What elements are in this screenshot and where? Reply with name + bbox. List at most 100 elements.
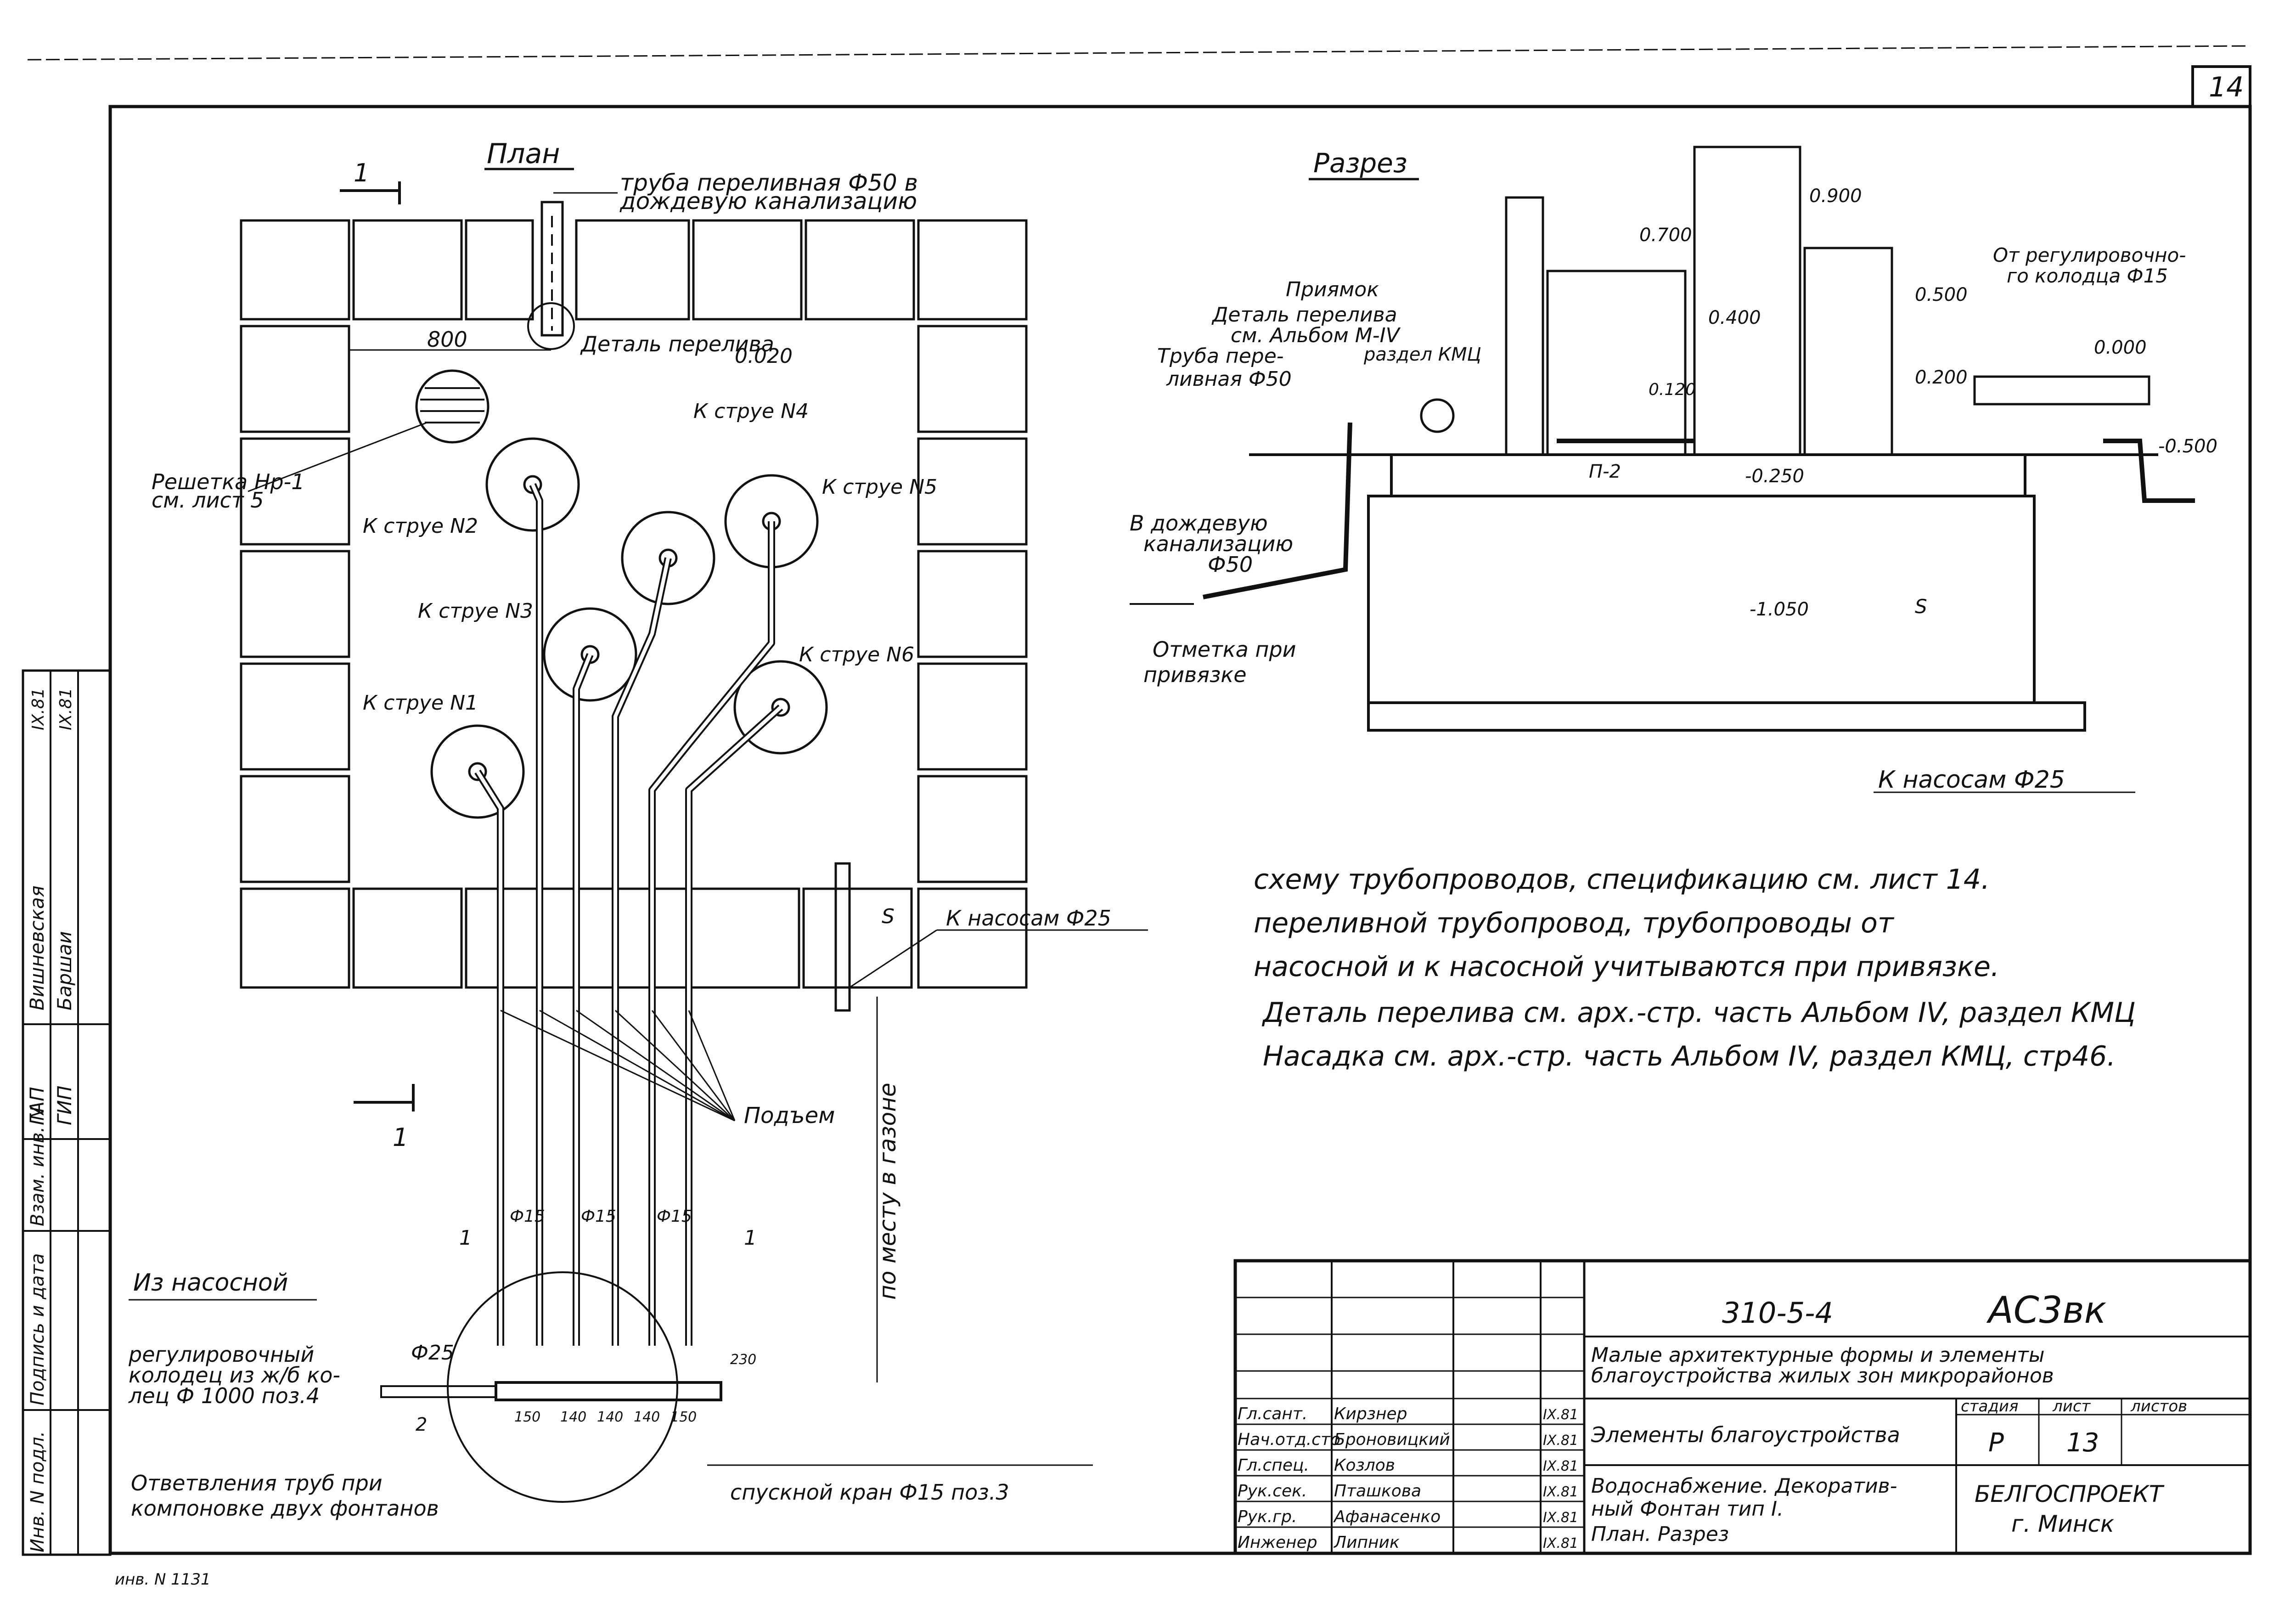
overflow-detail-label: Деталь перелива: [580, 332, 774, 356]
tb-people: Гл.сант. Кирзнер IX.81 Нач.отд.сто Броно…: [1238, 1405, 1578, 1552]
jet3-label: К струе N3: [418, 599, 533, 623]
plan-view: План 1 труба переливная Ф50 в дождевую: [128, 138, 1148, 1521]
tb-role: Инженер: [1238, 1533, 1317, 1552]
drain-valve-label: спускной кран Ф15 поз.3: [730, 1480, 1009, 1505]
d150-b: 150: [670, 1409, 697, 1425]
notes: схему трубопроводов, спецификацию см. ли…: [1254, 863, 2136, 1072]
paving-tiles: [240, 219, 1028, 989]
stamp-gip: ГИП: [53, 1086, 76, 1125]
tb-date: IX.81: [1543, 1458, 1578, 1474]
manifold-pipe: [495, 1381, 722, 1401]
tb-role: Гл.сант.: [1238, 1405, 1307, 1423]
tb-name: Броновицкий: [1334, 1430, 1450, 1449]
lvl-400: 0.400: [1708, 307, 1761, 328]
jet1-label: К струе N1: [363, 691, 478, 715]
reg-well-label-1: От регулировочно-: [1993, 244, 2186, 266]
section-mark-bottom: 1: [393, 1123, 408, 1152]
tb-role: Рук.гр.: [1238, 1507, 1297, 1526]
storm-label-1: В дождевую: [1130, 511, 1268, 536]
phi15-3: Ф15: [657, 1207, 692, 1226]
p2-label: П-2: [1589, 461, 1621, 482]
note-1: схему трубопроводов, спецификацию см. ли…: [1254, 863, 1990, 896]
tb-desc-2: ный Фонтан тип I.: [1591, 1497, 1784, 1521]
one-left: 1: [459, 1226, 472, 1250]
tb-stage-header: стадия: [1961, 1397, 2018, 1416]
s-mark-plan: S: [882, 905, 895, 928]
section-column-1: [1505, 196, 1544, 456]
bottom-clip: инв. N 1131: [115, 1570, 211, 1589]
note-3: насосной и к насосной учитываются при пр…: [1254, 951, 1999, 983]
tb-org-2: г. Минск: [2011, 1511, 2114, 1537]
tb-name: Козлов: [1334, 1456, 1395, 1475]
lvl-700: 0.700: [1639, 225, 1692, 246]
storm-label-2: канализацию: [1143, 531, 1293, 556]
section-slab: [1390, 453, 2026, 497]
stamp-sign: Подпись и дата: [27, 1253, 48, 1405]
s-mark-section: S: [1915, 595, 1927, 618]
section-overflow-pipe: [1203, 422, 1352, 599]
lvl-m250: -0.250: [1745, 466, 1804, 487]
d140-b: 140: [597, 1409, 623, 1425]
stamp-name-2: Баршаи: [53, 931, 76, 1010]
overflow-pipe-label-2: дождевую канализацию: [619, 188, 917, 214]
mark-label-1: Отметка при: [1153, 637, 1296, 662]
pipe-label-1: Труба пере-: [1157, 344, 1284, 368]
section-column-2: [1546, 270, 1687, 456]
tb-name: Афанасенко: [1333, 1507, 1441, 1526]
grille-circle: [415, 369, 490, 444]
section-column-4: [1803, 247, 1893, 456]
stamp-inv: Инв. N подл.: [27, 1431, 48, 1552]
grille-slats: [420, 387, 484, 423]
lvl-m1050: -1.050: [1750, 599, 1809, 620]
title-block: [1233, 1259, 2252, 1555]
tb-role: Гл.спец.: [1238, 1456, 1309, 1475]
d150-a: 150: [514, 1409, 540, 1425]
tb-part: Элементы благоустройства: [1591, 1422, 1900, 1447]
detail-label-2: см. Альбом М-IV: [1231, 324, 1401, 347]
lvl-900: 0.900: [1809, 186, 1862, 207]
one-right: 1: [744, 1226, 757, 1250]
note-5: Насадка см. арх.-стр. часть Альбом IV, р…: [1263, 1040, 2116, 1072]
tb-org-1: БЕЛГОСПРОЕКТ: [1975, 1481, 2165, 1507]
pit-label: Приямок: [1286, 278, 1379, 301]
plan-title: План: [487, 138, 560, 170]
d140-c: 140: [634, 1409, 660, 1425]
tb-desc-1: Водоснабжение. Декоратив-: [1591, 1474, 1897, 1498]
pump-pipe: [834, 862, 851, 1012]
tb-date: IX.81: [1543, 1433, 1578, 1449]
note-2: переливной трубопровод, трубопроводы от: [1254, 907, 1895, 939]
tb-mark: АС3вк: [1986, 1289, 2106, 1331]
note-4: Деталь перелива см. арх.-стр. часть Альб…: [1261, 997, 2136, 1029]
overflow-pipe: [540, 201, 564, 337]
to-pump-section-label: К насосам Ф25: [1878, 766, 2065, 794]
dim-800: 800: [427, 327, 467, 352]
d140-a: 140: [560, 1409, 586, 1425]
section-view: Разрез 0.700 0.900 0.400 0.500 0.120 0.2…: [1130, 146, 2217, 794]
jet5-label: К струе N5: [822, 475, 937, 499]
section-mark-top: 1: [354, 158, 369, 187]
phi15-1: Ф15: [510, 1207, 545, 1226]
tb-code: 310-5-4: [1722, 1296, 1833, 1330]
section-base: [1367, 701, 2086, 732]
from-pump-label: Из насосной: [133, 1269, 288, 1297]
phi15-2: Ф15: [581, 1207, 616, 1226]
storm-label-3: Ф50: [1208, 552, 1253, 577]
to-pumps-label: К насосам Ф25: [946, 906, 1111, 931]
lvl-m500: -0.500: [2158, 436, 2217, 457]
level-020: 0.020: [735, 344, 793, 368]
section-basin: [1367, 495, 2036, 704]
section-column-3: [1693, 146, 1801, 456]
sheet-number-box: [2191, 65, 2251, 108]
lvl-120: 0.120: [1649, 380, 1696, 399]
tb-desc-3: План. Разрез: [1591, 1523, 1729, 1546]
tb-sheet-header: лист: [2052, 1397, 2091, 1416]
d230: 230: [730, 1352, 756, 1368]
overflow-pipe-label-1: труба переливная Ф50 в: [620, 169, 918, 196]
tb-sheets-header: листов: [2130, 1397, 2187, 1416]
sheet-number-corner: 14: [2209, 71, 2244, 103]
riser-leaders: [500, 1010, 736, 1122]
jet4-label: К струе N4: [693, 400, 809, 423]
tb-project-2: благоустройства жилых зон микрорайонов: [1591, 1364, 2054, 1388]
jet6-label: К струе N6: [799, 643, 914, 666]
